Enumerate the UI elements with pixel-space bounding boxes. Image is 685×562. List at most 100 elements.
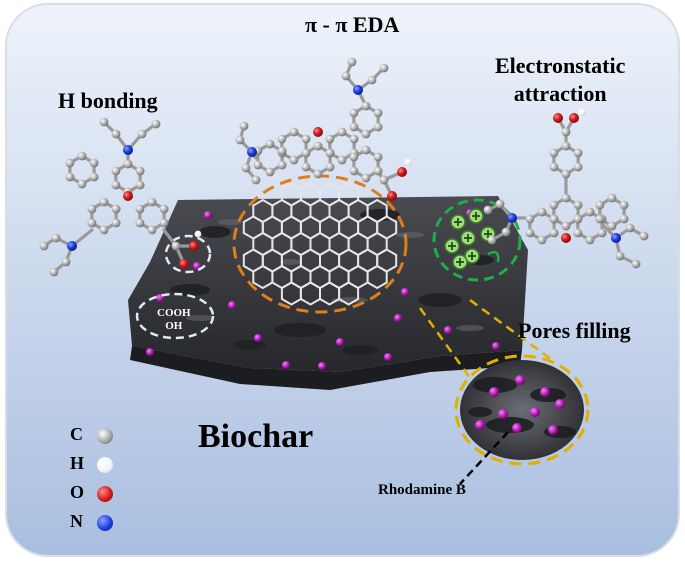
atom-icon — [387, 191, 397, 201]
atom-icon — [189, 241, 199, 251]
atom-icon — [194, 230, 202, 238]
atom-icon — [111, 204, 121, 214]
atom-icon — [135, 166, 145, 176]
atom-icon — [253, 160, 263, 170]
atom-icon — [561, 141, 571, 151]
atom-icon — [361, 145, 371, 155]
rhodamine-b-molecules — [39, 57, 649, 277]
atom-icon — [251, 175, 261, 185]
atom-icon — [159, 218, 169, 228]
dye-dots-surface — [146, 209, 500, 370]
atom-icon — [569, 113, 579, 123]
atom-icon — [397, 167, 407, 177]
legend-symbol: N — [70, 511, 83, 531]
atom-icon — [347, 57, 357, 67]
atom-icon — [39, 241, 49, 251]
atom-icon — [585, 207, 595, 217]
atom-icon — [639, 231, 649, 241]
atom-icon — [525, 228, 535, 238]
atom-icon — [549, 148, 559, 158]
atom-icon — [597, 228, 607, 238]
atom-icon — [99, 197, 109, 207]
atom-icon — [147, 197, 157, 207]
electrostatic-ring — [432, 198, 522, 282]
atom-icon — [561, 221, 571, 231]
atom-icon — [61, 257, 71, 267]
atom-icon — [171, 241, 181, 251]
atom-icon — [607, 193, 617, 203]
functional-group-ring — [135, 292, 215, 340]
atom-icon — [135, 180, 145, 190]
atom-icon — [67, 241, 77, 251]
pores-filling-label: Pores filling — [518, 318, 631, 343]
atom-icon — [77, 179, 87, 189]
atom-icon — [561, 233, 571, 243]
atom-icon — [549, 228, 559, 238]
atom-icon — [361, 101, 371, 111]
atom-icon — [147, 225, 157, 235]
atom-icon — [373, 166, 383, 176]
hydrogen-atom-icon — [97, 457, 113, 473]
oh-label: OH — [165, 320, 183, 332]
atom-icon — [49, 267, 59, 277]
atom-icon — [573, 162, 583, 172]
plus-charge-icon — [450, 214, 466, 230]
atom-icon — [313, 169, 323, 179]
rhodamine-b-molecule — [235, 57, 412, 201]
atom-icon — [89, 172, 99, 182]
atom-icon — [615, 251, 625, 261]
atom-icon — [111, 166, 121, 176]
atom-icon — [619, 214, 629, 224]
atom-icon — [495, 199, 505, 209]
atom-icon — [325, 148, 335, 158]
graphene-hexagon — [366, 264, 388, 290]
atom-icon — [501, 227, 511, 237]
atom-icon — [361, 173, 371, 183]
nitrogen-atom-icon — [97, 515, 113, 531]
plus-charge-icon — [460, 230, 476, 246]
atom-icon — [561, 169, 571, 179]
atom-icon — [573, 148, 583, 158]
atom-icon — [77, 151, 87, 161]
electrostatic-label: Electronstatic attraction — [495, 52, 625, 108]
atom-icon — [537, 207, 547, 217]
atom-icon — [361, 129, 371, 139]
atom-icon — [549, 162, 559, 172]
atom-icon — [337, 155, 347, 165]
atom-icon — [595, 200, 605, 210]
atom-icon — [349, 122, 359, 132]
atom-icon — [349, 152, 359, 162]
atom-icon — [289, 155, 299, 165]
plus-charge-icon — [452, 254, 468, 270]
legend-symbol: C — [70, 424, 83, 444]
atom-icon — [313, 141, 323, 151]
atom-icon — [353, 85, 363, 95]
atom-icon — [578, 108, 586, 116]
atom-icon — [247, 147, 257, 157]
atom-icon — [277, 134, 287, 144]
atom-icon — [537, 235, 547, 245]
atom-icon — [325, 134, 335, 144]
atom-icon — [99, 225, 109, 235]
oxygen-atom-icon — [97, 486, 113, 502]
electrostatic-label-line1: Electronstatic — [495, 53, 626, 78]
atom-icon — [573, 200, 583, 210]
atom-icon — [99, 117, 109, 127]
atom-icon — [301, 134, 311, 144]
atom-icon — [277, 146, 287, 156]
atom-icon — [487, 235, 497, 245]
electrostatic-label-line2: attraction — [513, 81, 607, 106]
atom-icon — [123, 191, 133, 201]
atom-icon — [573, 228, 583, 238]
atom-icon — [525, 214, 535, 224]
atom-icon — [553, 113, 563, 123]
atom-icon — [239, 121, 249, 131]
atom-icon — [123, 145, 133, 155]
atom-icon — [549, 214, 559, 224]
atom-icon — [65, 172, 75, 182]
atom-icon — [619, 200, 629, 210]
atom-icon — [301, 162, 311, 172]
plus-charge-icon — [444, 238, 460, 254]
atom-icon — [51, 233, 61, 243]
atom-icon — [65, 158, 75, 168]
